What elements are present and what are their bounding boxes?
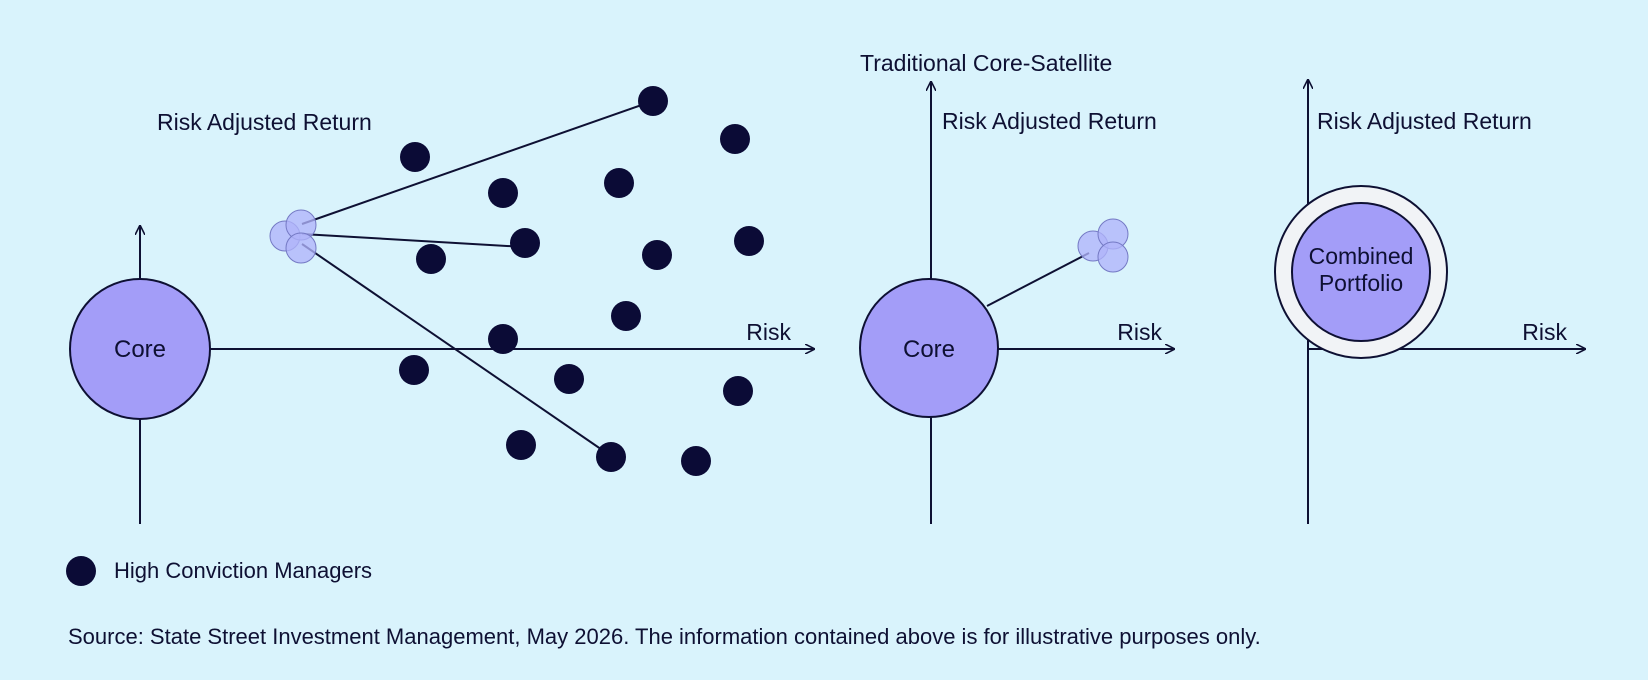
manager-dot	[734, 226, 764, 256]
legend: High Conviction Managers	[66, 555, 372, 587]
source-note: Source: State Street Investment Manageme…	[68, 624, 1261, 649]
combined-label-line2: Portfolio	[1319, 270, 1403, 296]
manager-dot	[720, 124, 750, 154]
satellite-circle	[285, 232, 317, 264]
y-axis-label: Risk Adjusted Return	[157, 109, 372, 135]
link-line	[301, 233, 526, 248]
y-axis-label: Risk Adjusted Return	[1317, 108, 1532, 134]
manager-dot	[506, 430, 536, 460]
x-axis-label: Risk	[1117, 319, 1162, 345]
manager-dot	[488, 324, 518, 354]
panel-right: Combined Portfolio Risk Adjusted Return …	[1274, 80, 1585, 524]
combined-portfolio-circle	[1291, 202, 1431, 342]
core-circle	[859, 278, 999, 418]
manager-dot	[510, 228, 540, 258]
manager-dot	[723, 376, 753, 406]
legend-label: High Conviction Managers	[114, 558, 373, 583]
core-label: Core	[903, 336, 955, 363]
manager-dot	[638, 86, 668, 116]
combined-label-line1: Combined	[1309, 243, 1414, 269]
link-line	[301, 243, 612, 457]
manager-dot	[399, 355, 429, 385]
panel-middle: Traditional Core-Satellite Core Risk Adj…	[859, 50, 1174, 524]
manager-legend-dot-icon	[66, 556, 96, 586]
manager-dot	[488, 178, 518, 208]
manager-dot	[642, 240, 672, 270]
satellite-circle	[1097, 241, 1129, 273]
core-circle	[69, 278, 211, 420]
manager-dot	[611, 301, 641, 331]
link-line	[301, 100, 654, 225]
link-line	[986, 252, 1090, 307]
manager-dot	[596, 442, 626, 472]
manager-dot	[604, 168, 634, 198]
core-label: Core	[114, 336, 166, 363]
x-axis-label: Risk	[1522, 319, 1567, 345]
manager-dot	[681, 446, 711, 476]
manager-dot	[416, 244, 446, 274]
panel-left: Core Risk Adjusted Return Risk	[69, 86, 814, 524]
y-axis-label: Risk Adjusted Return	[942, 108, 1157, 134]
x-axis-label: Risk	[746, 319, 791, 345]
panel-title: Traditional Core-Satellite	[860, 50, 1112, 76]
manager-dot	[400, 142, 430, 172]
manager-dot	[554, 364, 584, 394]
